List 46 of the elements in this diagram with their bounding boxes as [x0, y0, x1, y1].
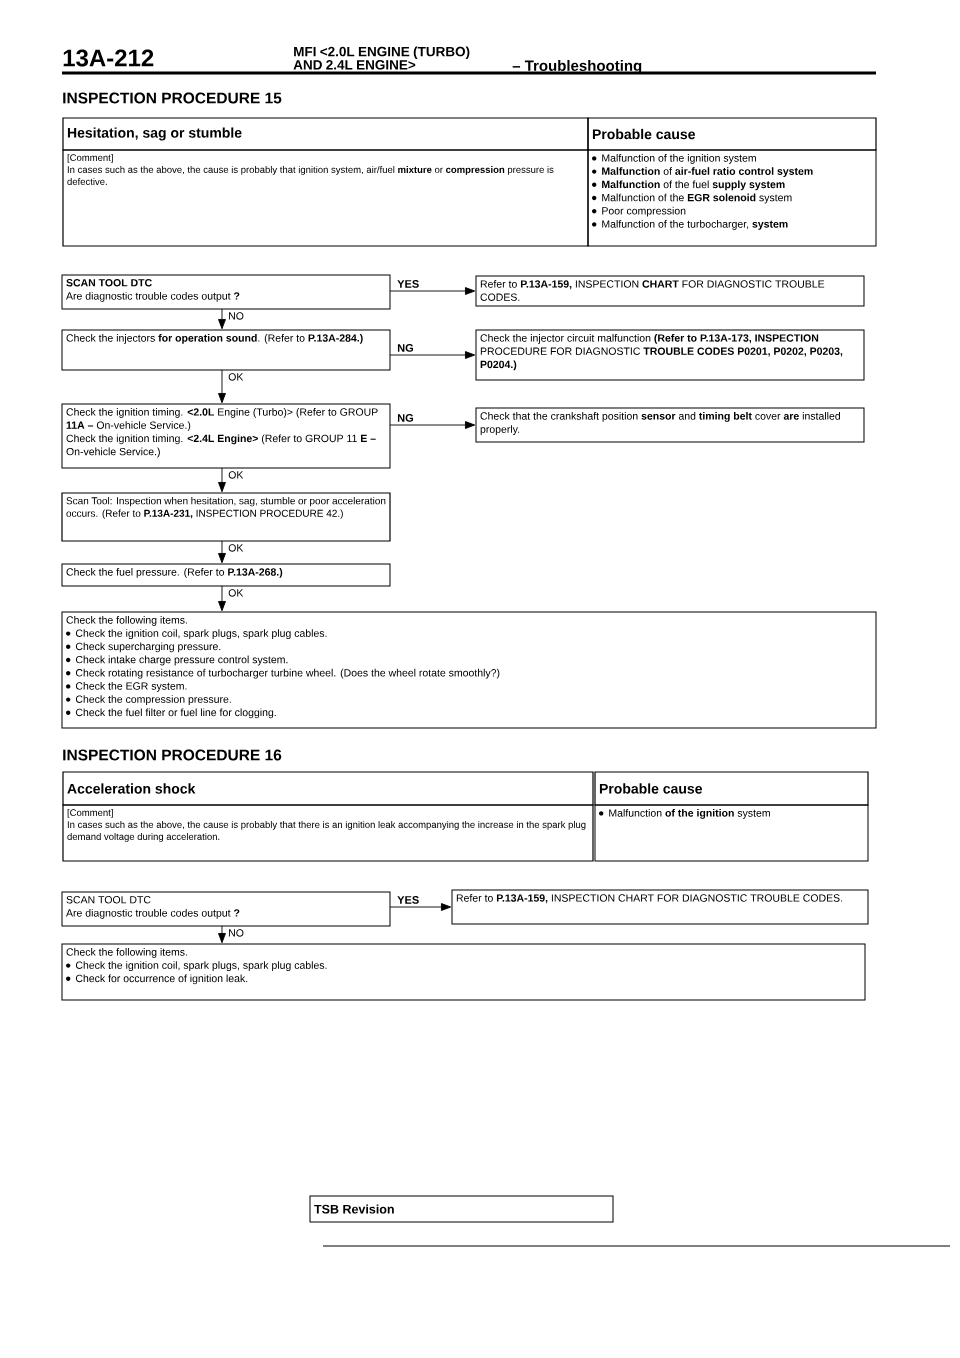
- process-box: Check the ignition timing. <2.0L Engine (Turbo)> (Refer to GROUP 11A – On-vehicle Service.) Check the ignition timing. <2.4L Engine> (Refer to GROUP 11 E – On-vehicle Service.): [61, 403, 391, 469]
- process-box: Check the injectors for operation sound. (Refer to P.13A-284.): [61, 329, 391, 371]
- arrow: [389, 351, 476, 359]
- comment-cell: [Comment] In cases such as the above, the cause is probably that there is an ignition leak accompanying the increase in the spark plug demand voltage during acceleration.: [62, 804, 594, 862]
- header-title: – Troubleshooting: [512, 60, 642, 75]
- process-box: SCAN TOOL DTC Are diagnostic trouble codes output ?: [61, 274, 391, 310]
- edge-label: NO: [229, 312, 244, 320]
- process-box: SCAN TOOL DTC Are diagnostic trouble codes output ?: [61, 891, 391, 927]
- arrow: [218, 540, 226, 564]
- arrow: [218, 308, 226, 330]
- edge-label: YES: [397, 280, 419, 288]
- result-box: Check that the crankshaft position sensor and timing belt cover are installed properly.: [475, 407, 865, 443]
- result-box: Check the injector circuit malfunction (Refer to P.13A-173, INSPECTION PROCEDURE FOR DIAGNOSTIC TROUBLE CODES P0201, P0202, P0203, P0204.): [475, 329, 865, 381]
- process-box: Scan Tool: Inspection when hesitation, sag, stumble or poor acceleration occurs. (Refer to P.13A-231, INSPECTION PROCEDURE 42.): [61, 492, 391, 542]
- header-title: MFI <2.0L ENGINE (TURBO) AND 2.4L ENGINE>: [293, 46, 470, 70]
- page-number: 13A-212: [63, 49, 154, 67]
- arrow: [218, 467, 226, 493]
- arrow: [389, 421, 476, 429]
- arrow: [218, 585, 226, 612]
- heading-cell: Acceleration shock: [62, 771, 594, 806]
- revision-box: TSB Revision: [309, 1195, 614, 1223]
- checklist-box: Check the following items. Check the ignition coil, spark plugs, spark plug cables. Check supercharging pressure. Check intake charge pressure control system. Check rotating resistance of turbocharger turbine wheel. (Does the wheel rotate smoothly?) Check the EGR system. Check the compression pressure. Check the fuel filter or fuel line for clogging.: [61, 611, 877, 729]
- edge-label: NO: [229, 929, 244, 937]
- result-box: Refer to P.13A-159, INSPECTION CHART FOR DIAGNOSTIC TROUBLE CODES.: [475, 275, 865, 307]
- cause-list-cell: Malfunction of the ignition system Malfunction of air-fuel ratio control system Malfunction of the fuel supply system Malfunction of the EGR solenoid system Poor compression Malfunction of the turbocharger, system: [587, 149, 877, 247]
- arrow: [389, 903, 452, 911]
- edge-label: NG: [397, 414, 413, 422]
- edge-label: YES: [397, 896, 419, 904]
- checklist-box: Check the following items. Check the ignition coil, spark plugs, spark plug cables. Check for occurrence of ignition leak.: [61, 943, 866, 1001]
- edge-label: OK: [228, 544, 244, 552]
- cause-list-cell: Malfunction of the ignition system: [594, 804, 869, 862]
- edge-label: OK: [228, 373, 244, 381]
- process-box: Check the fuel pressure. (Refer to P.13A-268.): [61, 563, 391, 587]
- edge-label: OK: [228, 471, 244, 479]
- edge-label: NG: [397, 344, 413, 352]
- edge-label: OK: [228, 589, 244, 597]
- heading-cell: Hesitation, sag or stumble: [62, 117, 589, 151]
- arrow: [389, 287, 476, 295]
- arrow: [218, 925, 226, 944]
- section-heading: INSPECTION PROCEDURE 15: [63, 92, 282, 104]
- comment-cell: [Comment] In cases such as the above, the cause is probably that ignition system, air/fuel mixture or compression pressure is defective.: [62, 149, 589, 247]
- result-box: Refer to P.13A-159, INSPECTION CHART FOR DIAGNOSTIC TROUBLE CODES.: [451, 889, 869, 925]
- heading-cell: Probable cause: [587, 117, 877, 151]
- arrow: [218, 369, 226, 404]
- section-heading: INSPECTION PROCEDURE 16: [63, 749, 282, 761]
- heading-cell: Probable cause: [594, 771, 869, 806]
